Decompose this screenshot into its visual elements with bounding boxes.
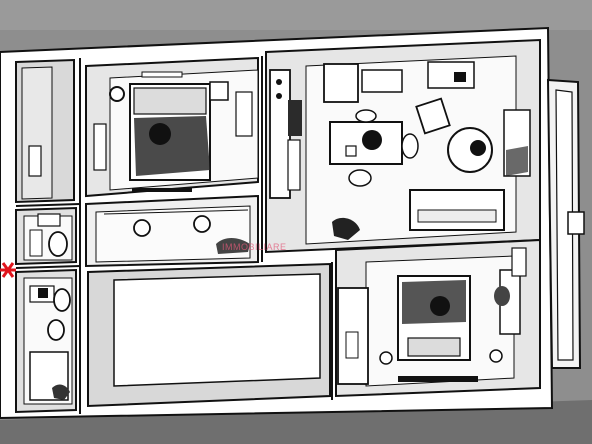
tv [454,72,466,82]
bedroom-2 [335,238,541,398]
fridge [287,139,301,191]
closet-mirror [28,145,42,177]
kitchen-counter [269,69,291,199]
shoe-pile [216,238,250,254]
background-top [0,0,592,30]
nightstand-left [109,86,125,102]
ceiling-lamp-2 [430,296,450,316]
floor-shadow [0,400,592,444]
dining-chair-bottom [348,169,372,187]
closet-left [15,58,75,204]
ceiling-lamp [149,123,171,145]
interior-walls [15,56,333,414]
bathroom-1 [15,206,77,266]
empty-room [87,262,331,408]
entrance-marker [0,262,16,278]
sideboard [361,69,403,93]
pillows-2 [407,337,461,357]
hallway [85,194,259,268]
dining-lamp [362,130,382,150]
faucet [38,288,48,298]
tv-cabinet [427,61,475,89]
toilet-1 [48,231,68,257]
hallway-light-2 [193,215,211,233]
watermark: IMMOBILIARE [222,242,287,252]
bidet [47,319,65,341]
desk [235,91,253,137]
dining-chair-top [355,109,377,123]
plant [332,217,360,240]
shelf-unit [511,247,527,277]
side-table [415,97,451,135]
radiator [398,376,478,382]
stove [288,100,302,136]
wardrobe-2 [337,287,369,385]
dining-chair-right [401,133,419,159]
bathroom-2 [15,268,77,414]
nightstand-4 [489,349,503,363]
armchair [323,63,359,103]
bedroom-1 [85,56,259,198]
nightstand-3 [379,351,393,365]
wardrobe [93,123,107,171]
balcony [546,78,585,369]
bed-cover [134,116,210,176]
living-lamp [470,140,486,156]
balcony-door [567,211,585,235]
sink-1 [37,213,61,227]
toilet-2 [53,288,71,312]
pillows [133,87,207,115]
rug-edge [132,188,192,192]
kitchen-living-room [265,38,541,254]
coffee-table [447,127,493,173]
wall-shelf [141,71,183,78]
hallway-shelf [103,209,249,215]
shower-1 [29,229,43,257]
desk-chair [494,286,510,306]
nightstand-right [209,81,229,101]
hallway-light-1 [133,219,151,237]
